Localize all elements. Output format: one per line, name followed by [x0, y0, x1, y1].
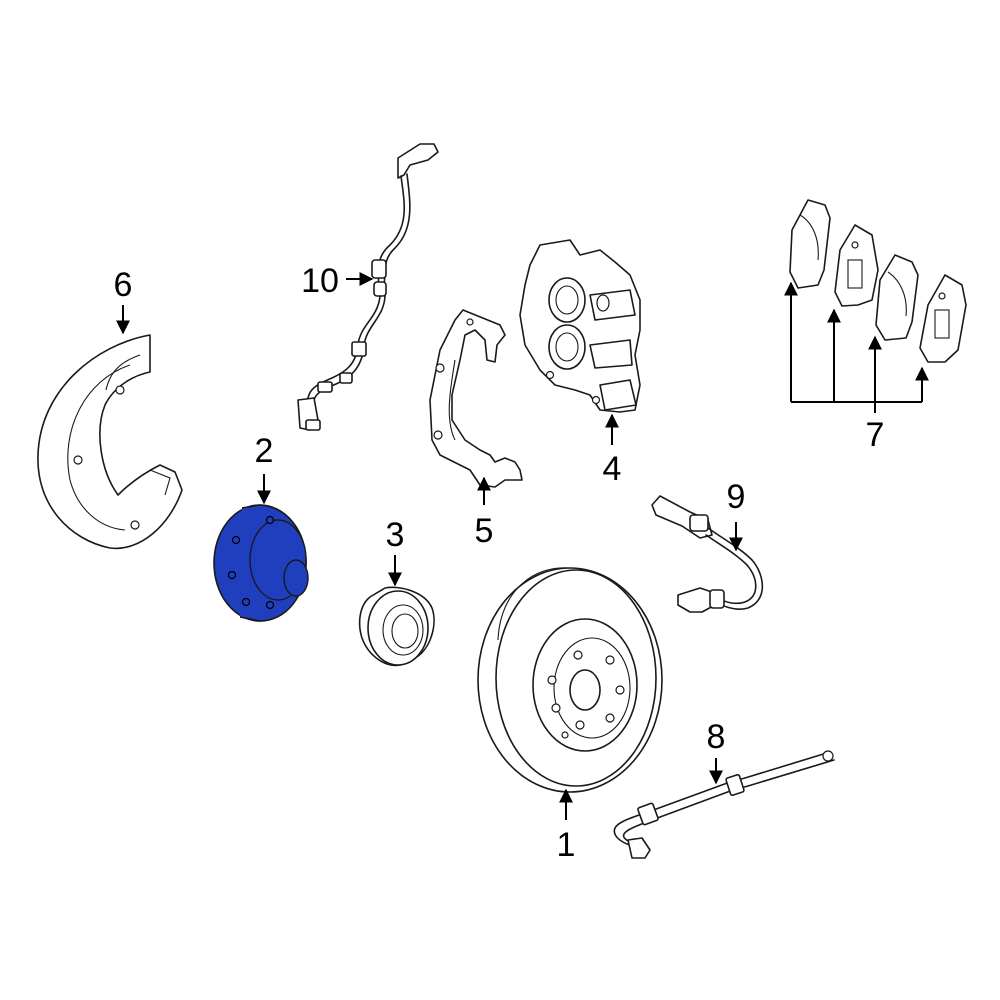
callout-leaders: [116, 272, 929, 820]
part-9-pad-wear-sensor[interactable]: [651, 495, 764, 613]
callout-1: 1: [557, 826, 576, 864]
callout-2: 2: [255, 432, 274, 470]
callout-9: 9: [727, 478, 746, 516]
brake-pad-1: [789, 199, 831, 289]
callout-labels: 6 2 3 1 5 4 10 9 8 7: [114, 262, 885, 864]
part-3-wheel-bearing[interactable]: [358, 586, 435, 667]
leader-7: [784, 281, 929, 413]
callout-10: 10: [301, 262, 339, 300]
part-2-wheel-hub[interactable]: [213, 504, 309, 622]
brake-pad-4: [919, 274, 967, 363]
part-1-brake-rotor[interactable]: [477, 567, 663, 793]
callout-5: 5: [475, 512, 494, 550]
part-8-brake-line[interactable]: [613, 750, 835, 859]
callout-3: 3: [386, 516, 405, 554]
callout-7: 7: [866, 416, 885, 454]
part-5-caliper-bracket[interactable]: [429, 309, 523, 488]
callout-4: 4: [603, 450, 622, 488]
part-4-brake-caliper[interactable]: [519, 239, 641, 413]
part-10-abs-sensor[interactable]: [297, 143, 439, 431]
callout-6: 6: [114, 266, 133, 304]
brake-pad-2: [834, 224, 879, 307]
callout-8: 8: [707, 718, 726, 756]
part-7-brake-pads[interactable]: [789, 199, 967, 363]
part-6-dust-shield[interactable]: [37, 334, 183, 550]
brake-pad-3: [875, 254, 919, 341]
